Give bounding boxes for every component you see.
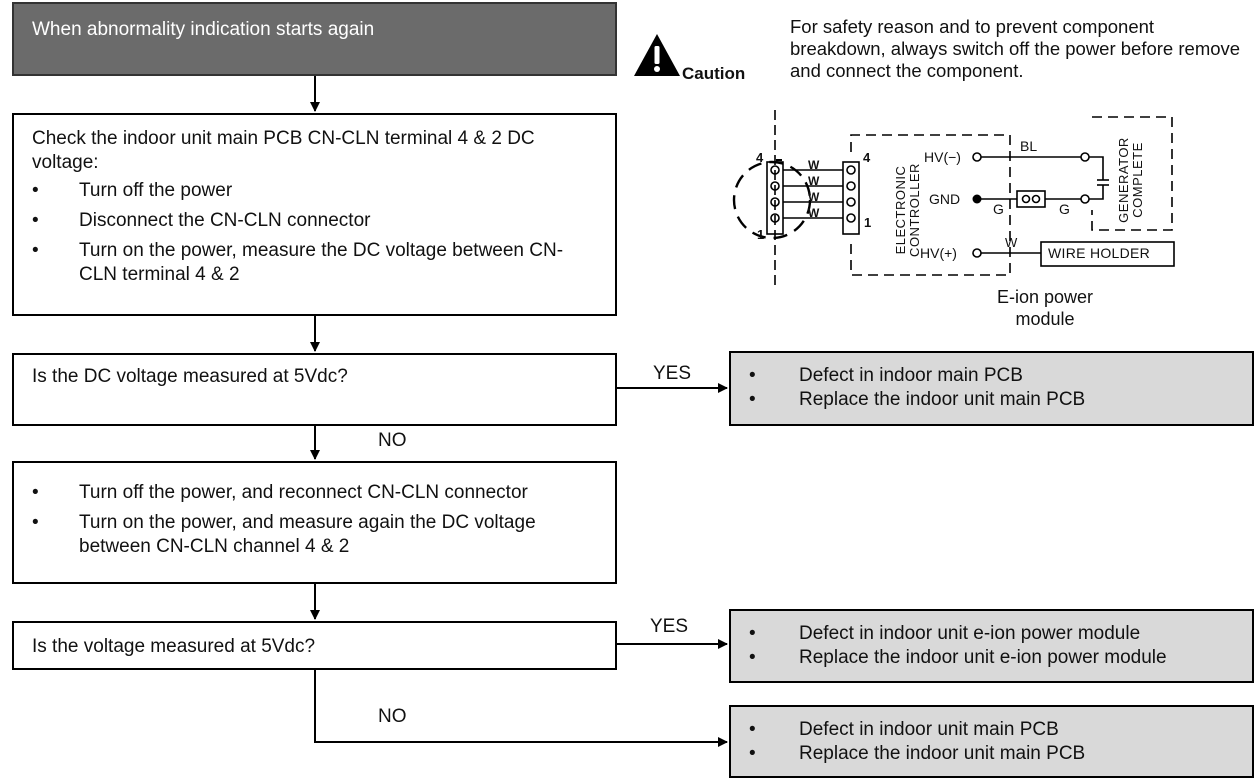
result-3-item: Replace the indoor unit main PCB (749, 742, 1234, 766)
schem-wire-label: W (808, 174, 820, 188)
q2-yes-label: YES (650, 616, 689, 637)
schem-g1: G (993, 201, 1004, 217)
result-2-item: Replace the indoor unit e-ion power modu… (749, 646, 1234, 670)
schem-w2: W (1005, 235, 1018, 250)
schem-pin-top: 4 (756, 150, 764, 165)
question-1-box: Is the DC voltage measured at 5Vdc? (12, 353, 617, 426)
result-1-box: Defect in indoor main PCB Replace the in… (729, 351, 1254, 426)
schem-wire-label: W (808, 206, 820, 220)
schem-pin-bottom-right: 1 (864, 215, 872, 230)
result-1-item: Defect in indoor main PCB (749, 364, 1234, 388)
step1-item: Disconnect the CN-CLN connector (32, 209, 597, 233)
schem-gnd: GND (929, 191, 961, 207)
schem-wire-label: W (808, 190, 820, 204)
result-3-item: Defect in indoor unit main PCB (749, 718, 1234, 742)
step2-item: Turn on the power, and measure again the… (32, 511, 597, 559)
step2-item: Turn off the power, and reconnect CN-CLN… (32, 481, 597, 505)
question-2-text: Is the voltage measured at 5Vdc? (32, 636, 316, 657)
start-label: When abnormality indication starts again (32, 19, 375, 40)
caution-label: Caution (682, 64, 746, 83)
schem-controller-label: ELECTRONIC CONTROLLER (893, 163, 922, 257)
result-3-box: Defect in indoor unit main PCB Replace t… (729, 705, 1254, 778)
question-2-box: Is the voltage measured at 5Vdc? (12, 621, 617, 670)
schem-wire-label: W (808, 158, 820, 172)
result-1-item: Replace the indoor unit main PCB (749, 388, 1234, 412)
schem-generator-label: GENERATOR COMPLETE (1116, 137, 1145, 223)
reconnect-box: Turn off the power, and reconnect CN-CLN… (12, 461, 617, 584)
schem-bl: BL (1020, 138, 1038, 154)
schem-pin-top-right: 4 (863, 150, 871, 165)
schem-g2: G (1059, 201, 1070, 217)
schem-hv-pos: HV(+) (920, 245, 957, 261)
check-voltage-title: Check the indoor unit main PCB CN-CLN te… (32, 128, 535, 173)
start-box: When abnormality indication starts again (12, 2, 617, 76)
caution-text: For safety reason and to prevent compone… (790, 16, 1241, 81)
schem-caption: E-ion power module (996, 287, 1094, 329)
q1-no-label: NO (378, 430, 407, 451)
schem-pin-bottom: 1 (757, 227, 765, 242)
result-2-item: Defect in indoor unit e-ion power module (749, 622, 1234, 646)
check-voltage-box: Check the indoor unit main PCB CN-CLN te… (12, 113, 617, 316)
question-1-text: Is the DC voltage measured at 5Vdc? (32, 366, 348, 387)
result-2-box: Defect in indoor unit e-ion power module… (729, 609, 1254, 683)
q2-no-label: NO (378, 706, 407, 727)
schem-hv-neg: HV(−) (924, 149, 961, 165)
schem-wire-holder: WIRE HOLDER (1048, 245, 1151, 261)
step1-item: Turn on the power, measure the DC voltag… (32, 239, 597, 287)
step1-item: Turn off the power (32, 179, 597, 203)
caution-warning-icon (634, 34, 680, 76)
q1-yes-label: YES (653, 363, 692, 384)
